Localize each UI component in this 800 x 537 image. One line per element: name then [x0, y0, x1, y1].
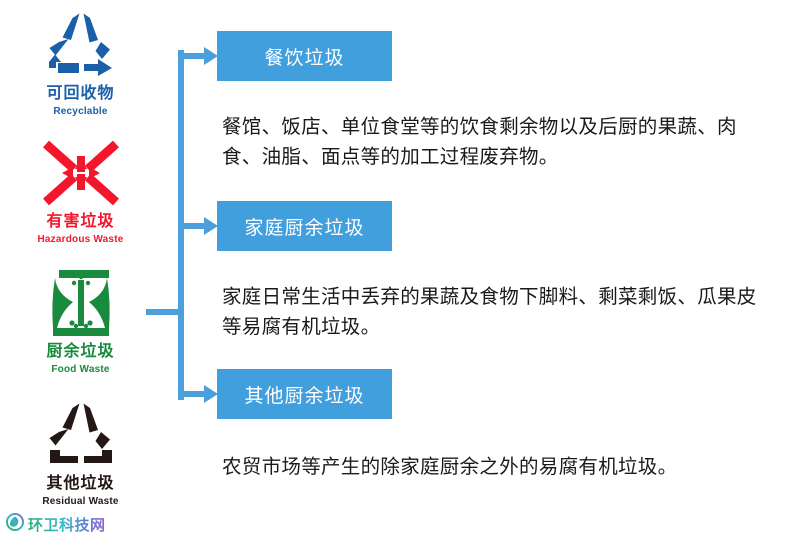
branch-title-other-kitchen: 其他厨余垃圾	[217, 369, 392, 419]
category-label-cn: 有害垃圾	[46, 213, 115, 230]
branch-description-other-kitchen: 农贸市场等产生的除家庭厨余之外的易腐有机垃圾。	[222, 456, 678, 478]
recycling-triangle-icon	[18, 10, 143, 82]
category-label-cn: 厨余垃圾	[46, 343, 115, 360]
category-label-en: Recyclable	[53, 106, 108, 117]
category-residual: 其他垃圾 Residual Waste	[18, 400, 143, 508]
category-recyclable: 可回收物 Recyclable	[18, 10, 143, 118]
connector-source-stub	[146, 309, 184, 315]
category-label-cn: 可回收物	[46, 85, 115, 102]
circular-gradient-logo-icon	[6, 513, 24, 536]
connector-branch-2	[178, 223, 208, 229]
connector-branch-3	[178, 391, 208, 397]
arrow-head-icon	[204, 47, 218, 65]
category-label-en: Residual Waste	[42, 496, 119, 507]
category-hazardous: 有害垃圾 Hazardous Waste	[18, 138, 143, 246]
arrow-head-icon	[204, 385, 218, 403]
watermark-text: 环卫科技网	[28, 514, 106, 535]
branch-description-catering: 餐馆、饭店、单位食堂等的饮食剩余物以及后厨的果蔬、肉食、油脂、面点等的加工过程废…	[222, 116, 737, 169]
category-label-cn: 其他垃圾	[46, 475, 115, 492]
hazardous-cross-arrows-icon	[18, 138, 143, 210]
branch-description-household-kitchen: 家庭日常生活中丢弃的果蔬及食物下脚料、剩菜剩饭、瓜果皮等易腐有机垃圾。	[222, 286, 757, 339]
category-food: 厨余垃圾 Food Waste	[18, 268, 143, 376]
food-waste-hourglass-icon	[18, 268, 143, 340]
connector-branch-1	[178, 53, 208, 59]
residual-triangle-icon	[18, 400, 143, 472]
watermark: 环卫科技网	[6, 513, 106, 536]
branch-title-household-kitchen: 家庭厨余垃圾	[217, 201, 392, 251]
arrow-head-icon	[204, 217, 218, 235]
category-label-en: Hazardous Waste	[37, 234, 124, 245]
category-label-en: Food Waste	[51, 364, 110, 375]
branch-title-catering: 餐饮垃圾	[217, 31, 392, 81]
